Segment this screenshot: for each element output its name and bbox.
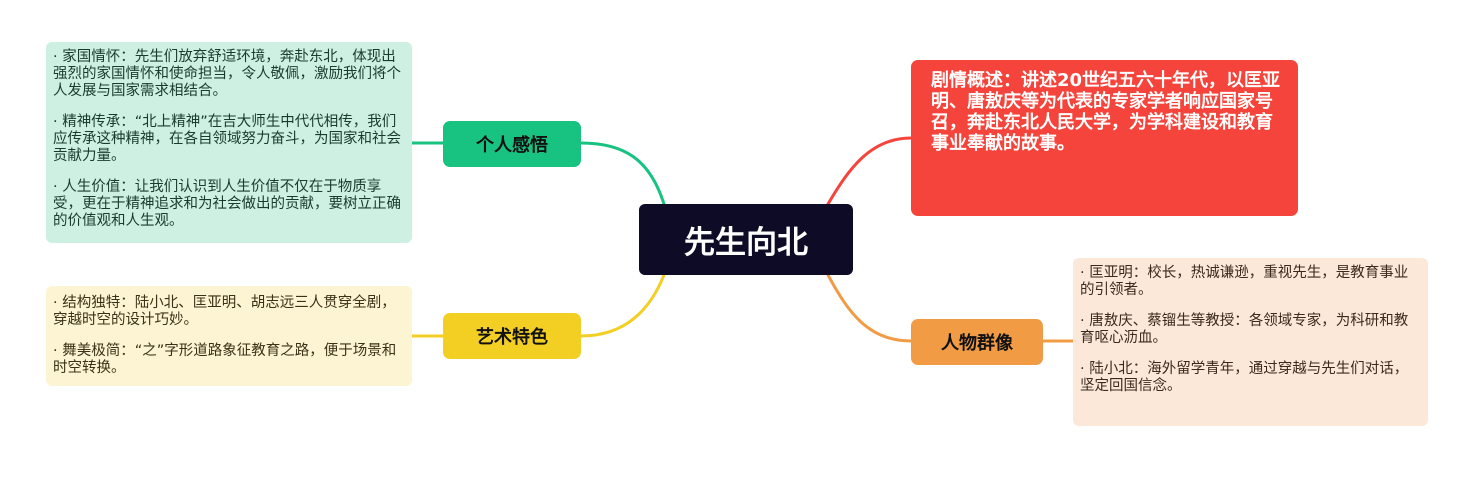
leaf-personal-reflection[interactable]: · 家国情怀：先生们放弃舒适环境，奔赴东北，体现出强烈的家国情怀和使命担当，令人… bbox=[46, 42, 412, 243]
leaf-item-kuang-yaming: · 匡亚明：校长，热诚谦逊，重视先生，是教育事业的引领者。 bbox=[1080, 265, 1409, 298]
branch-plot-summary[interactable]: 剧情概述：讲述20世纪五六十年代，以匡亚明、唐敖庆等为代表的专家学者响应国家号召… bbox=[911, 60, 1298, 216]
leaf-artistic-features[interactable]: · 结构独特：陆小北、匡亚明、胡志远三人贯穿全剧，穿越时空的设计巧妙。 · 舞美… bbox=[46, 286, 412, 386]
branch-personal-reflection-label: 个人感悟 bbox=[476, 135, 548, 156]
connector-art bbox=[579, 273, 666, 338]
connector-people bbox=[826, 273, 913, 343]
leaf-item-unique-structure: · 结构独特：陆小北、匡亚明、胡志远三人贯穿全剧，穿越时空的设计巧妙。 bbox=[53, 295, 396, 328]
leaf-item-life-value: · 人生价值：让我们认识到人生价值不仅在于物质享受，更在于精神追求和为社会做出的… bbox=[53, 179, 401, 229]
central-topic-title: 先生向北 bbox=[684, 225, 808, 261]
leaf-character-group[interactable]: · 匡亚明：校长，热诚谦逊，重视先生，是教育事业的引领者。 · 唐敖庆、蔡镏生等… bbox=[1073, 258, 1428, 426]
connector-personal bbox=[579, 141, 666, 206]
connector-plot bbox=[826, 136, 913, 206]
branch-artistic-features[interactable]: 艺术特色 bbox=[443, 313, 581, 359]
branch-plot-summary-label: 剧情概述：讲述20世纪五六十年代，以匡亚明、唐敖庆等为代表的专家学者响应国家号召… bbox=[931, 70, 1281, 154]
branch-character-group[interactable]: 人物群像 bbox=[911, 319, 1043, 365]
branch-personal-reflection[interactable]: 个人感悟 bbox=[443, 121, 581, 167]
branch-artistic-features-label: 艺术特色 bbox=[476, 327, 548, 348]
leaf-item-spirit-inheritance: · 精神传承：“北上精神”在吉大师生中代代相传，我们应传承这种精神，在各自领域努… bbox=[53, 114, 401, 164]
leaf-item-minimal-stage: · 舞美极简：“之”字形道路象征教育之路，便于场景和时空转换。 bbox=[53, 343, 397, 376]
leaf-item-family-nation: · 家国情怀：先生们放弃舒适环境，奔赴东北，体现出强烈的家国情怀和使命担当，令人… bbox=[53, 49, 401, 99]
leaf-item-lu-xiaobei: · 陆小北：海外留学青年，通过穿越与先生们对话，坚定回国信念。 bbox=[1080, 361, 1409, 394]
central-topic[interactable]: 先生向北 bbox=[639, 204, 853, 275]
branch-character-group-label: 人物群像 bbox=[941, 333, 1013, 354]
leaf-item-professors: · 唐敖庆、蔡镏生等教授：各领域专家，为科研和教育呕心沥血。 bbox=[1080, 313, 1409, 346]
